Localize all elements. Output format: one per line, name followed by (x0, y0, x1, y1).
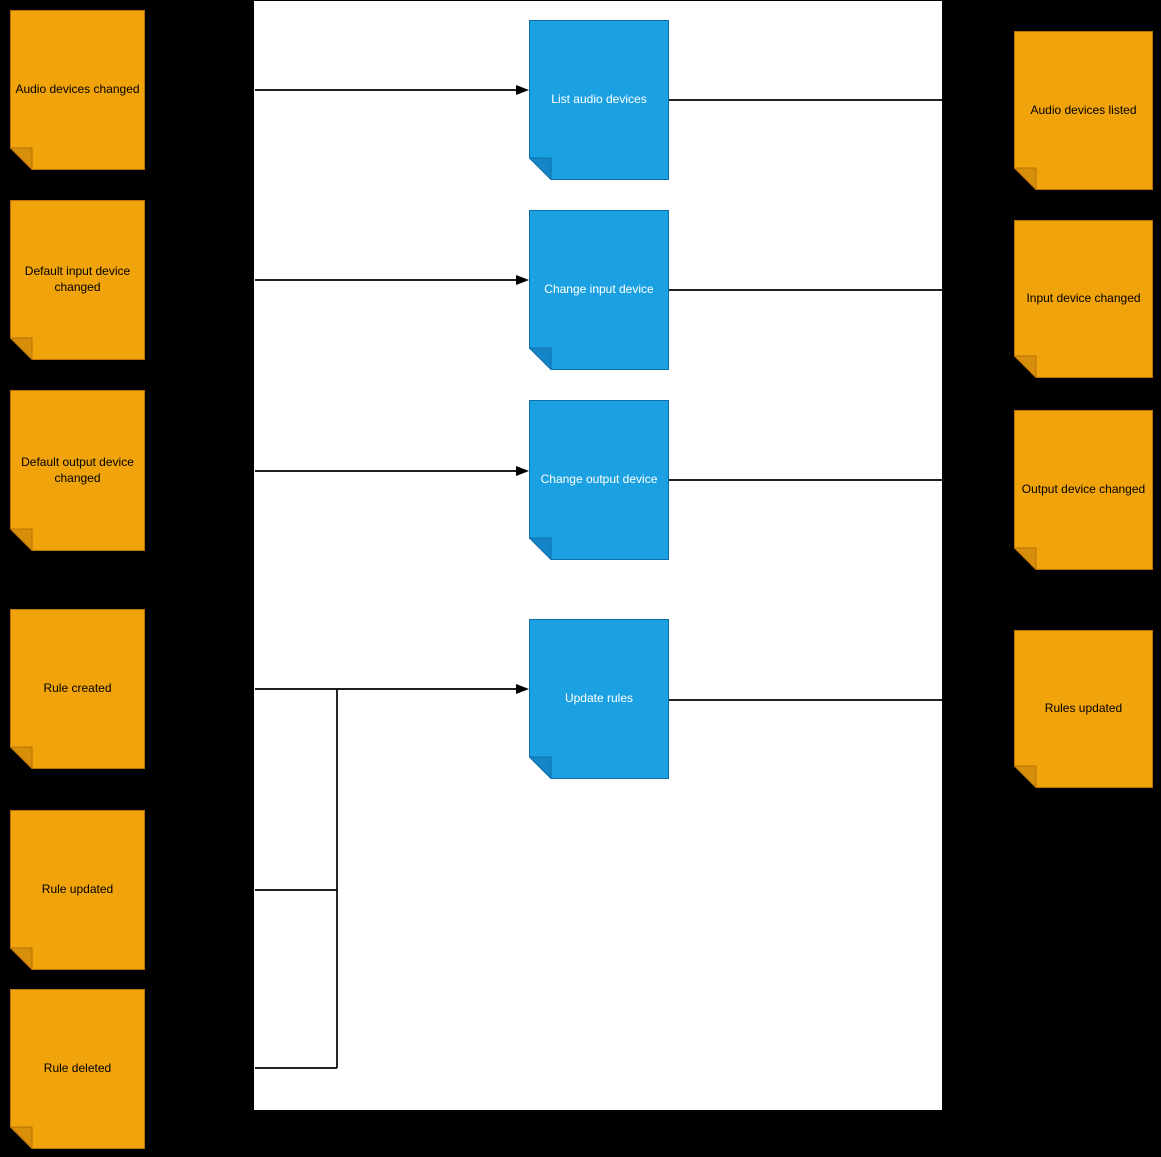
folded-corner (1014, 765, 1037, 788)
note-output-device-changed: Output device changed (1014, 410, 1153, 570)
note-default-input-device-changed: Default input device changed (10, 200, 145, 360)
note-rules-updated: Rules updated (1014, 630, 1153, 788)
note-shape (529, 400, 669, 560)
arrowhead-icon (516, 85, 529, 95)
note-audio-devices-changed: Audio devices changed (10, 10, 145, 170)
note-shape (1014, 31, 1153, 190)
folded-corner (529, 347, 552, 370)
folded-corner (1014, 355, 1037, 378)
note-update-rules: Update rules (529, 619, 669, 779)
folded-corner (529, 537, 552, 560)
note-shape (529, 210, 669, 370)
note-shape (10, 200, 145, 360)
folded-corner (529, 157, 552, 180)
folded-corner (529, 756, 552, 779)
note-shape (10, 989, 145, 1149)
note-shape (529, 20, 669, 180)
note-shape (10, 10, 145, 170)
folded-corner (10, 947, 33, 970)
note-default-output-device-changed: Default output device changed (10, 390, 145, 551)
note-rule-updated: Rule updated (10, 810, 145, 970)
note-change-input-device: Change input device (529, 210, 669, 370)
folded-corner (10, 528, 33, 551)
folded-corner (10, 337, 33, 360)
note-shape (1014, 220, 1153, 378)
note-rule-deleted: Rule deleted (10, 989, 145, 1149)
note-list-audio-devices: List audio devices (529, 20, 669, 180)
note-input-device-changed: Input device changed (1014, 220, 1153, 378)
folded-corner (1014, 167, 1037, 190)
folded-corner (10, 1126, 33, 1149)
note-shape (10, 810, 145, 970)
folded-corner (10, 746, 33, 769)
note-shape (1014, 410, 1153, 570)
arrowhead-icon (516, 684, 529, 694)
note-shape (10, 390, 145, 551)
folded-corner (10, 147, 33, 170)
folded-corner (1014, 547, 1037, 570)
note-shape (10, 609, 145, 769)
arrowhead-icon (516, 275, 529, 285)
arrowhead-icon (516, 466, 529, 476)
note-change-output-device: Change output device (529, 400, 669, 560)
note-shape (529, 619, 669, 779)
note-audio-devices-listed: Audio devices listed (1014, 31, 1153, 190)
note-rule-created: Rule created (10, 609, 145, 769)
note-shape (1014, 630, 1153, 788)
